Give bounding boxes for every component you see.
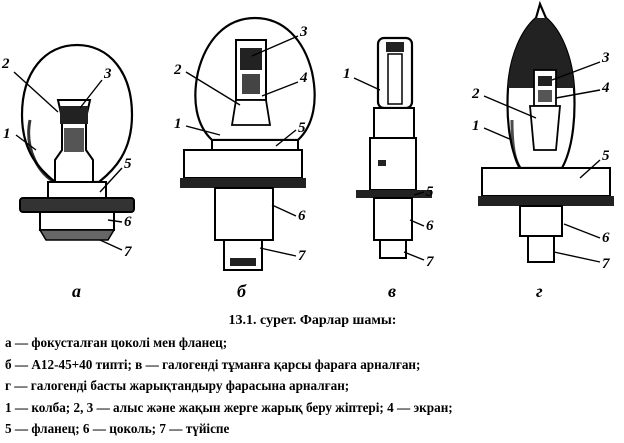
sub-label-a: а (72, 281, 81, 301)
callout-v-5: 5 (426, 184, 434, 200)
caption-line: а — фокусталған цоколі мен фланец; (5, 335, 228, 350)
lamp-drawings: 2 3 1 5 6 7 2 3 4 1 5 6 7 1 5 6 7 2 3 4 … (1, 0, 614, 301)
callout-g-4: 4 (601, 80, 610, 96)
callout-a-2: 2 (1, 56, 10, 72)
lamp-a-drawing (13, 43, 135, 251)
sub-label-g: г (536, 281, 543, 301)
callout-g-3: 3 (601, 50, 610, 66)
sub-label-v: в (388, 281, 396, 301)
callout-b-4: 4 (299, 70, 308, 86)
callout-g-2: 2 (471, 86, 480, 102)
callout-a-7: 7 (124, 244, 132, 260)
caption-line: 1 — колба; 2, 3 — алыс және жақын жерге … (5, 399, 453, 415)
callout-b-6: 6 (298, 208, 306, 224)
callout-v-6: 6 (426, 218, 434, 234)
callout-b-1: 1 (174, 116, 182, 132)
callout-v-7: 7 (426, 254, 434, 270)
lamp-v-drawing (353, 36, 432, 261)
callout-b-7: 7 (298, 248, 306, 264)
callout-g-1: 1 (472, 118, 480, 134)
callout-numbers: 2 3 1 5 6 7 2 3 4 1 5 6 7 1 5 6 7 2 3 4 … (1, 24, 610, 272)
sub-figure-labels: а б в г (72, 281, 543, 301)
caption-line: б — А12-45+40 типті; в — галогенді тұман… (5, 356, 421, 372)
callout-b-2: 2 (173, 62, 182, 78)
callout-a-6: 6 (124, 214, 132, 230)
caption-title: 13.1. сурет. Фарлар шамы: (228, 313, 397, 328)
caption-line: г — галогенді басты жарықтандыру фарасын… (5, 378, 350, 393)
callout-v-1: 1 (343, 66, 351, 82)
lamp-figure: 2 3 1 5 6 7 2 3 4 1 5 6 7 1 5 6 7 2 3 4 … (1, 0, 614, 301)
callout-b-3: 3 (299, 24, 308, 40)
figure-caption: 13.1. сурет. Фарлар шамы: а — фокусталға… (5, 313, 620, 440)
caption-line: 5 — фланец; 6 — цоколь; 7 — түйіспе (5, 421, 230, 436)
callout-g-6: 6 (602, 230, 610, 246)
sub-label-b: б (237, 281, 247, 301)
lamp-g-drawing (478, 0, 614, 263)
callout-b-5: 5 (298, 120, 306, 136)
callout-g-5: 5 (602, 148, 610, 164)
callout-a-1: 1 (3, 126, 11, 142)
callout-g-7: 7 (602, 256, 610, 272)
callout-a-5: 5 (124, 156, 132, 172)
callout-a-3: 3 (103, 66, 112, 82)
lamp-b-drawing (180, 16, 316, 271)
